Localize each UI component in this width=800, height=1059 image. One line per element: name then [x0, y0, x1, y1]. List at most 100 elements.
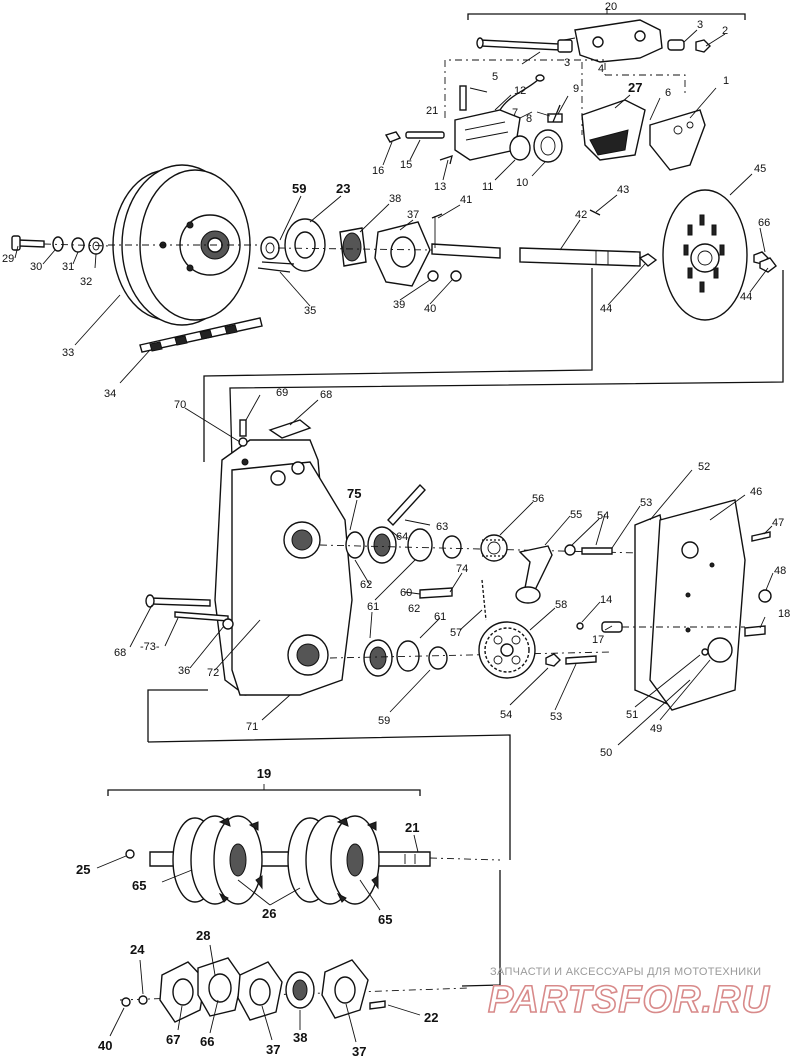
callout-62-bottom: 62 — [408, 603, 420, 615]
leader-lines — [14, 29, 774, 1043]
callout-31: 31 — [62, 261, 74, 273]
callout-3-mid: 3 — [564, 57, 570, 69]
watermark-logo: PARTSFOR.RU — [488, 979, 770, 1021]
callout-65-right: 65 — [378, 912, 392, 927]
callout-37-bottom-a: 37 — [266, 1042, 280, 1057]
callout-56: 56 — [532, 493, 544, 505]
callout-20: 20 — [605, 1, 617, 13]
callout-21-bottom: 21 — [405, 820, 419, 835]
callout-58: 58 — [555, 599, 567, 611]
callout-32: 32 — [80, 276, 92, 288]
callout-60: 60 — [400, 587, 412, 599]
callout-44-left: 44 — [600, 303, 612, 315]
callout-47: 47 — [772, 517, 784, 529]
callout-74: 74 — [456, 563, 468, 575]
callout-73: -73- — [140, 641, 160, 653]
callout-19: 19 — [257, 766, 271, 781]
callout-18: 18 — [778, 608, 790, 620]
brake-disc-45 — [662, 189, 777, 321]
callout-46: 46 — [750, 486, 762, 498]
callout-22: 22 — [424, 1010, 438, 1025]
callout-13: 13 — [434, 181, 446, 193]
callout-48: 48 — [774, 565, 786, 577]
callout-43: 43 — [617, 184, 629, 196]
callout-45: 45 — [754, 163, 766, 175]
callout-55: 55 — [570, 509, 582, 521]
callout-38-top: 38 — [389, 193, 401, 205]
callout-51: 51 — [626, 709, 638, 721]
callout-23: 23 — [336, 181, 350, 196]
callout-2: 2 — [722, 25, 728, 37]
callout-30: 30 — [30, 261, 42, 273]
callout-3-top: 3 — [697, 19, 703, 31]
bearing-flange-set — [257, 218, 462, 287]
callout-17: 17 — [592, 634, 604, 646]
callout-59-bottom: 59 — [378, 715, 390, 727]
pulley-bolt-set — [11, 235, 111, 255]
callout-54-top: 54 — [597, 510, 609, 522]
callout-59-top: 59 — [292, 181, 306, 196]
callout-28: 28 — [196, 928, 210, 943]
callout-68-bottom: 68 — [114, 647, 126, 659]
callout-61-top: 61 — [367, 601, 379, 613]
chain-and-sprockets — [478, 534, 623, 679]
callout-16: 16 — [372, 165, 384, 177]
callout-52: 52 — [698, 461, 710, 473]
callout-68-top: 68 — [320, 389, 332, 401]
callout-25: 25 — [76, 862, 90, 877]
callout-50: 50 — [600, 747, 612, 759]
track-sprocket-left — [172, 815, 263, 905]
callout-53-top: 53 — [640, 497, 652, 509]
callout-24: 24 — [130, 942, 145, 957]
callout-66-top: 66 — [758, 217, 770, 229]
callout-4: 4 — [598, 63, 604, 75]
callout-1: 1 — [723, 75, 729, 87]
callout-65-left: 65 — [132, 878, 146, 893]
callout-8: 8 — [526, 113, 532, 125]
bottom-bearing-flanges — [119, 957, 471, 1023]
callout-40-bottom: 40 — [98, 1038, 112, 1053]
callout-6: 6 — [665, 87, 671, 99]
callout-12: 12 — [514, 85, 526, 97]
track-sprocket-right — [287, 815, 380, 905]
chaincase-cover-46 — [622, 499, 772, 711]
callout-33: 33 — [62, 347, 74, 359]
watermark-text: ЗАПЧАСТИ И АКСЕССУАРЫ ДЛЯ МОТОТЕХНИКИ — [490, 966, 761, 978]
callout-61-bottom: 61 — [434, 611, 446, 623]
callout-9: 9 — [573, 83, 579, 95]
callout-37-bottom-b: 37 — [352, 1044, 366, 1059]
callout-70: 70 — [174, 399, 186, 411]
callout-72: 72 — [207, 667, 219, 679]
chaincase-bearings — [145, 483, 721, 677]
assembly-connector-lines — [147, 268, 784, 987]
callout-26: 26 — [262, 906, 276, 921]
watermark: ЗАПЧАСТИ И АКСЕССУАРЫ ДЛЯ МОТОТЕХНИКИ PA… — [487, 966, 770, 1022]
callout-14: 14 — [600, 594, 612, 606]
callout-39: 39 — [393, 299, 405, 311]
callout-49: 49 — [650, 723, 662, 735]
callout-15: 15 — [400, 159, 412, 171]
callout-41: 41 — [460, 194, 472, 206]
callout-5: 5 — [492, 71, 498, 83]
callout-35: 35 — [304, 305, 316, 317]
callout-57: 57 — [450, 627, 462, 639]
callout-42: 42 — [575, 209, 587, 221]
callout-66-bottom: 66 — [200, 1034, 214, 1049]
callout-34: 34 — [104, 388, 116, 400]
callout-37-top: 37 — [407, 209, 419, 221]
callout-40-top: 40 — [424, 303, 436, 315]
callout-44-right: 44 — [740, 291, 752, 303]
callout-54-bottom: 54 — [500, 709, 512, 721]
callout-69: 69 — [276, 387, 288, 399]
callout-27: 27 — [628, 80, 642, 95]
callout-29: 29 — [2, 253, 14, 265]
callout-62-top: 62 — [360, 579, 372, 591]
callout-11: 11 — [482, 181, 493, 193]
callout-21-top: 21 — [426, 105, 438, 117]
callout-75: 75 — [347, 486, 361, 501]
callout-38-bottom: 38 — [293, 1030, 307, 1045]
bracket-assembly-20 — [467, 8, 746, 63]
callout-63: 63 — [436, 521, 448, 533]
